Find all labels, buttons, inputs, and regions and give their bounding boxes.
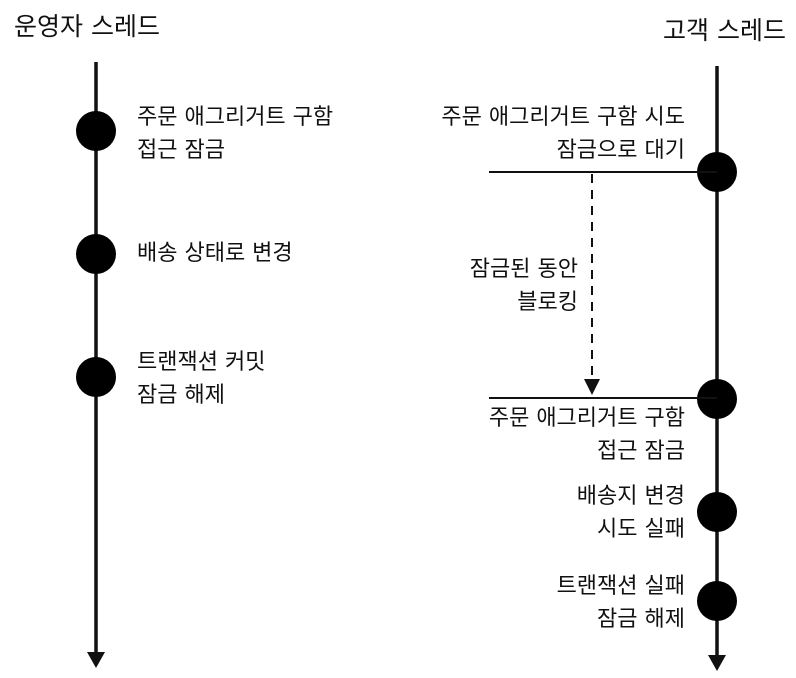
blocking-line-2: 블로킹 xyxy=(517,290,578,315)
operator-event-1-line-2: 접근 잠금 xyxy=(137,138,225,163)
customer-event-label-2: 주문 애그리거트 구함 접근 잠금 xyxy=(489,402,685,468)
operator-event-label-3: 트랜잭션 커밋 잠금 해제 xyxy=(137,346,265,412)
customer-lifeline-arrowhead xyxy=(708,655,726,671)
customer-event-3-line-2: 시도 실패 xyxy=(597,517,685,542)
operator-event-3-line-2: 잠금 해제 xyxy=(137,383,225,408)
blocking-label: 잠금된 동안 블로킹 xyxy=(470,253,578,319)
customer-event-label-3: 배송지 변경 시도 실패 xyxy=(577,480,685,546)
customer-thread-title: 고객 스레드 xyxy=(663,16,786,45)
operator-event-dot-1 xyxy=(76,111,116,151)
operator-event-3-line-1: 트랜잭션 커밋 xyxy=(137,350,266,375)
operator-event-label-1: 주문 애그리거트 구함 접근 잠금 xyxy=(137,101,333,167)
operator-event-1-line-1: 주문 애그리거트 구함 xyxy=(137,105,334,130)
blocking-arrowhead xyxy=(584,379,600,395)
customer-event-3-line-1: 배송지 변경 xyxy=(576,484,685,509)
blocking-line-1: 잠금된 동안 xyxy=(469,257,578,282)
customer-event-dot-4 xyxy=(697,581,737,621)
customer-event-dot-3 xyxy=(697,492,737,532)
customer-event-4-line-1: 트랜잭션 실패 xyxy=(556,574,685,599)
customer-event-2-line-1: 주문 애그리거트 구함 xyxy=(488,406,685,431)
operator-event-2-line-1: 배송 상태로 변경 xyxy=(137,241,293,266)
customer-event-4-line-2: 잠금 해제 xyxy=(597,607,685,632)
operator-lifeline-arrowhead xyxy=(87,652,105,668)
customer-event-label-4: 트랜잭션 실패 잠금 해제 xyxy=(557,570,685,636)
operator-event-label-2: 배송 상태로 변경 xyxy=(137,237,293,270)
operator-thread-title: 운영자 스레드 xyxy=(14,12,160,41)
customer-event-1-line-1: 주문 애그리거트 구함 시도 xyxy=(441,105,685,130)
customer-event-2-line-2: 접근 잠금 xyxy=(597,439,685,464)
customer-event-label-1: 주문 애그리거트 구함 시도 잠금으로 대기 xyxy=(441,101,685,167)
operator-event-dot-2 xyxy=(76,234,116,274)
operator-event-dot-3 xyxy=(76,357,116,397)
customer-event-1-line-2: 잠금으로 대기 xyxy=(556,138,685,163)
